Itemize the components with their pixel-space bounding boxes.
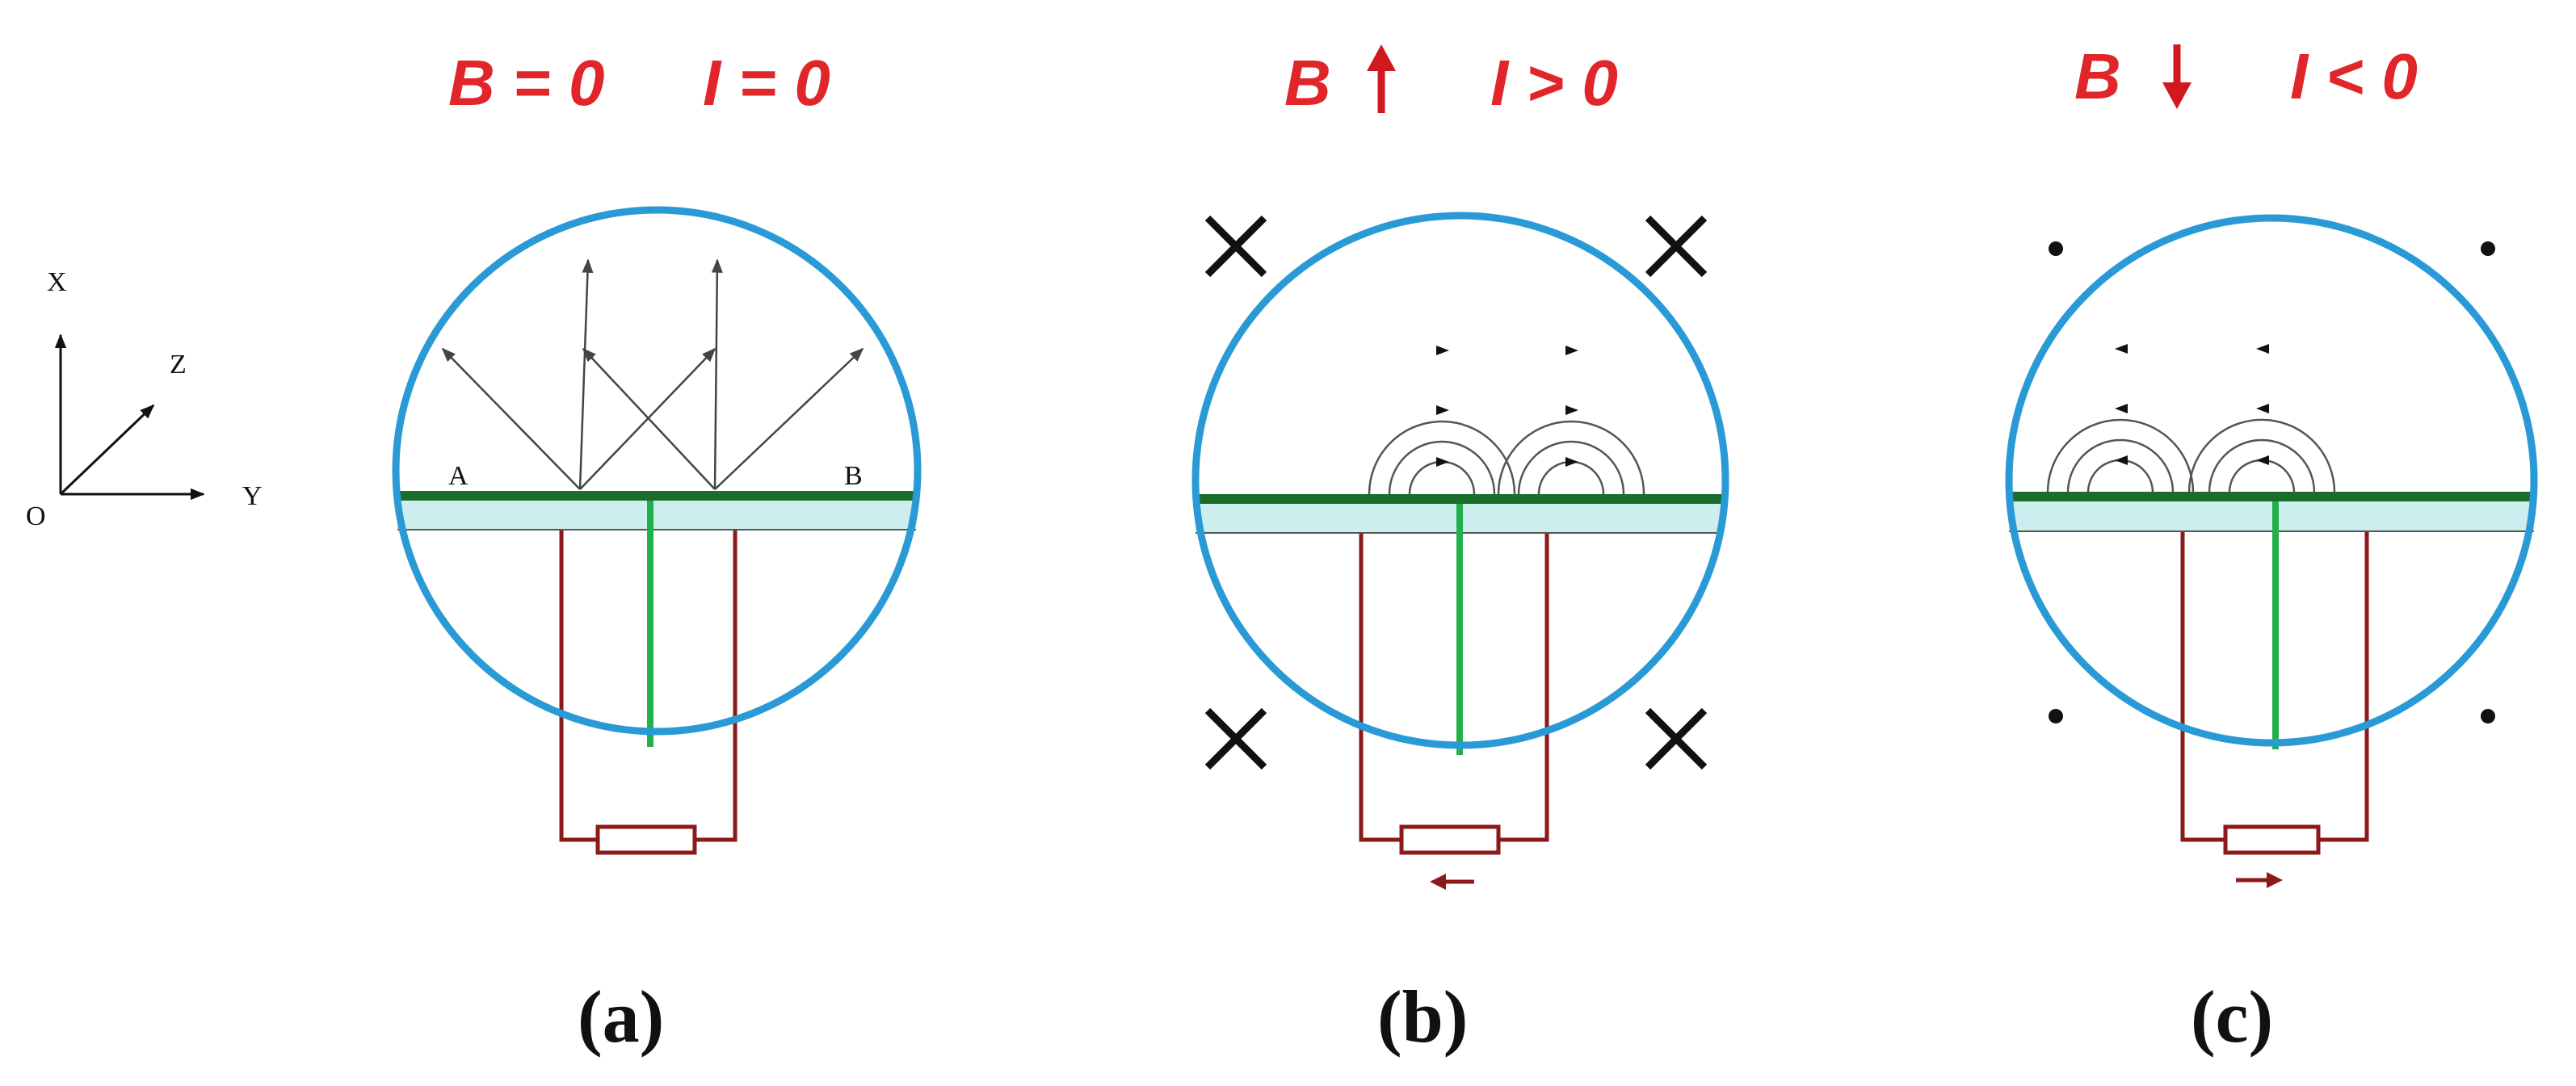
z-axis <box>59 404 155 496</box>
electrode-circuit <box>559 497 738 855</box>
panel-b-field-label: B <box>1284 47 1331 119</box>
orbit-arc <box>1537 460 1605 495</box>
resistor <box>595 824 697 855</box>
trajectory-arrow <box>711 258 723 490</box>
film-layer <box>2009 499 2534 531</box>
point-label-a: A <box>448 461 469 491</box>
field-markers-out-of-page <box>2049 241 2495 723</box>
panel-c-field-label: B <box>2074 40 2121 112</box>
orbit-arrowhead <box>1436 346 1449 355</box>
orbit-arc <box>2046 418 2195 493</box>
chamber-circle <box>1191 212 1729 749</box>
orbit-arrowhead <box>1565 457 1578 467</box>
dot-marker <box>2049 241 2063 256</box>
orbit-arrowhead <box>2256 455 2269 465</box>
orbit-direction-arrows <box>2115 344 2269 465</box>
x-axis-label: X <box>47 267 67 297</box>
orbit-arc <box>1388 440 1496 495</box>
trajectory-arrow <box>579 347 716 490</box>
panel-c-caption: (c) <box>2191 975 2273 1058</box>
dot-marker <box>2481 241 2495 256</box>
origin-label: O <box>26 501 46 531</box>
orbit-arrowhead <box>1436 405 1449 415</box>
cross-marker <box>1645 707 1708 770</box>
orbit-arrowhead <box>1565 346 1578 355</box>
panel-b-current-label: I > 0 <box>1490 47 1618 119</box>
coordinate-axes: X Z O Y <box>26 267 263 531</box>
electrode-circuit <box>1359 501 1549 855</box>
orbit-arrowhead <box>1436 457 1449 467</box>
electron-trajectories <box>441 258 864 490</box>
orbit-arrowhead <box>2256 404 2269 413</box>
orbit-direction-arrows <box>1436 346 1578 467</box>
panel-a-field-label: B = 0 <box>448 47 604 119</box>
film-layer <box>397 497 916 530</box>
chamber-circle <box>392 206 922 736</box>
panel-a: B = 0 I = 0 A B (a) <box>392 47 922 1058</box>
point-label-b: B <box>844 461 863 491</box>
resistor <box>1399 824 1501 855</box>
orbit-arrowhead <box>2115 344 2128 354</box>
dot-marker <box>2481 709 2495 723</box>
panel-c-current-label: I < 0 <box>2290 40 2418 112</box>
field-up-arrowhead <box>1367 44 1396 71</box>
electron-orbits <box>2046 418 2336 493</box>
field-down-arrowhead <box>2162 82 2191 109</box>
panel-a-current-label: I = 0 <box>703 47 830 119</box>
trajectory-arrow <box>441 347 581 490</box>
orbit-arc <box>2086 459 2154 493</box>
orbit-arc <box>1497 420 1645 495</box>
field-markers-into-page <box>1204 215 1708 770</box>
electrode-circuit <box>2180 499 2369 855</box>
resistor <box>2223 824 2321 855</box>
orbit-arc <box>1517 440 1625 495</box>
cross-marker <box>1645 215 1708 278</box>
orbit-arc <box>2228 459 2296 493</box>
electron-orbits <box>1368 420 1645 495</box>
y-axis-label: Y <box>242 481 263 511</box>
panel-b-caption: (b) <box>1377 975 1468 1058</box>
panel-b: B I > 0 <box>1191 44 1729 1058</box>
current-right-arrowhead <box>2267 872 2283 888</box>
orbit-arc <box>2187 418 2336 493</box>
orbit-arrowhead <box>2115 455 2128 465</box>
orbit-arrowhead <box>1565 405 1578 415</box>
current-left-arrowhead <box>1430 874 1446 890</box>
z-axis-label: Z <box>170 350 187 379</box>
dot-marker <box>2049 709 2063 723</box>
trajectory-arrow <box>578 258 594 490</box>
chamber-circle <box>2005 214 2538 747</box>
panel-c: B I < 0 <box>2005 40 2538 1058</box>
orbit-arrowhead <box>2115 404 2128 413</box>
orbit-arrowhead <box>2256 344 2269 354</box>
trajectory-arrow <box>582 347 716 490</box>
orbit-arc <box>1408 460 1476 495</box>
panel-a-caption: (a) <box>578 975 664 1058</box>
cross-marker <box>1204 707 1267 770</box>
orbit-arc <box>2208 438 2316 493</box>
orbit-arc <box>2066 438 2175 493</box>
trajectory-arrow <box>714 347 864 490</box>
cross-marker <box>1204 215 1267 278</box>
